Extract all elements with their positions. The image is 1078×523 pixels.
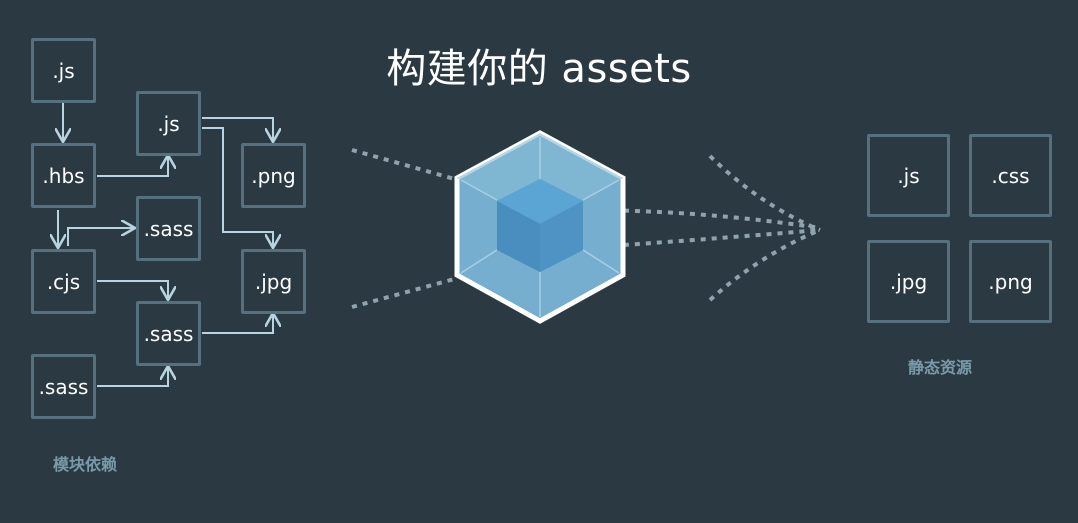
arrow-cjs-to-sass-mid (97, 280, 168, 298)
module-js: .js (31, 38, 96, 103)
flow-out-top (708, 154, 821, 232)
module-cjs: .cjs (31, 249, 96, 314)
arrow-js-to-jpg (202, 127, 273, 246)
flow-lines (351, 148, 821, 309)
flow-in-top (351, 148, 459, 182)
flow-out-2 (579, 228, 821, 250)
module-jpg: .jpg (241, 249, 306, 314)
assets-caption: 静态资源 (908, 358, 973, 377)
asset-png: .png (969, 240, 1052, 323)
module-sass-bottom: .sass (31, 354, 96, 419)
module-js-center: .js (136, 91, 201, 156)
flow-in-bottom (351, 276, 459, 309)
flow-out-1 (579, 208, 821, 230)
arrow-hbs-to-js (97, 157, 168, 177)
flow-out-bottom (708, 228, 821, 302)
arrow-cjs-to-sass (67, 228, 133, 246)
page-title: 构建你的 assets (386, 46, 692, 92)
asset-css: .css (969, 134, 1052, 217)
module-png: .png (241, 143, 306, 208)
modules-caption: 模块依赖 (53, 455, 118, 474)
module-sass-mid: .sass (136, 301, 201, 366)
arrow-sass-to-sass (97, 368, 168, 387)
arrow-sass-to-jpg (202, 315, 273, 334)
arrow-js-to-png (202, 117, 273, 140)
asset-jpg: .jpg (867, 240, 950, 323)
asset-js: .js (867, 134, 950, 217)
dependency-arrows (58, 103, 273, 387)
module-sass-top: .sass (136, 196, 201, 261)
module-hbs: .hbs (31, 143, 96, 208)
